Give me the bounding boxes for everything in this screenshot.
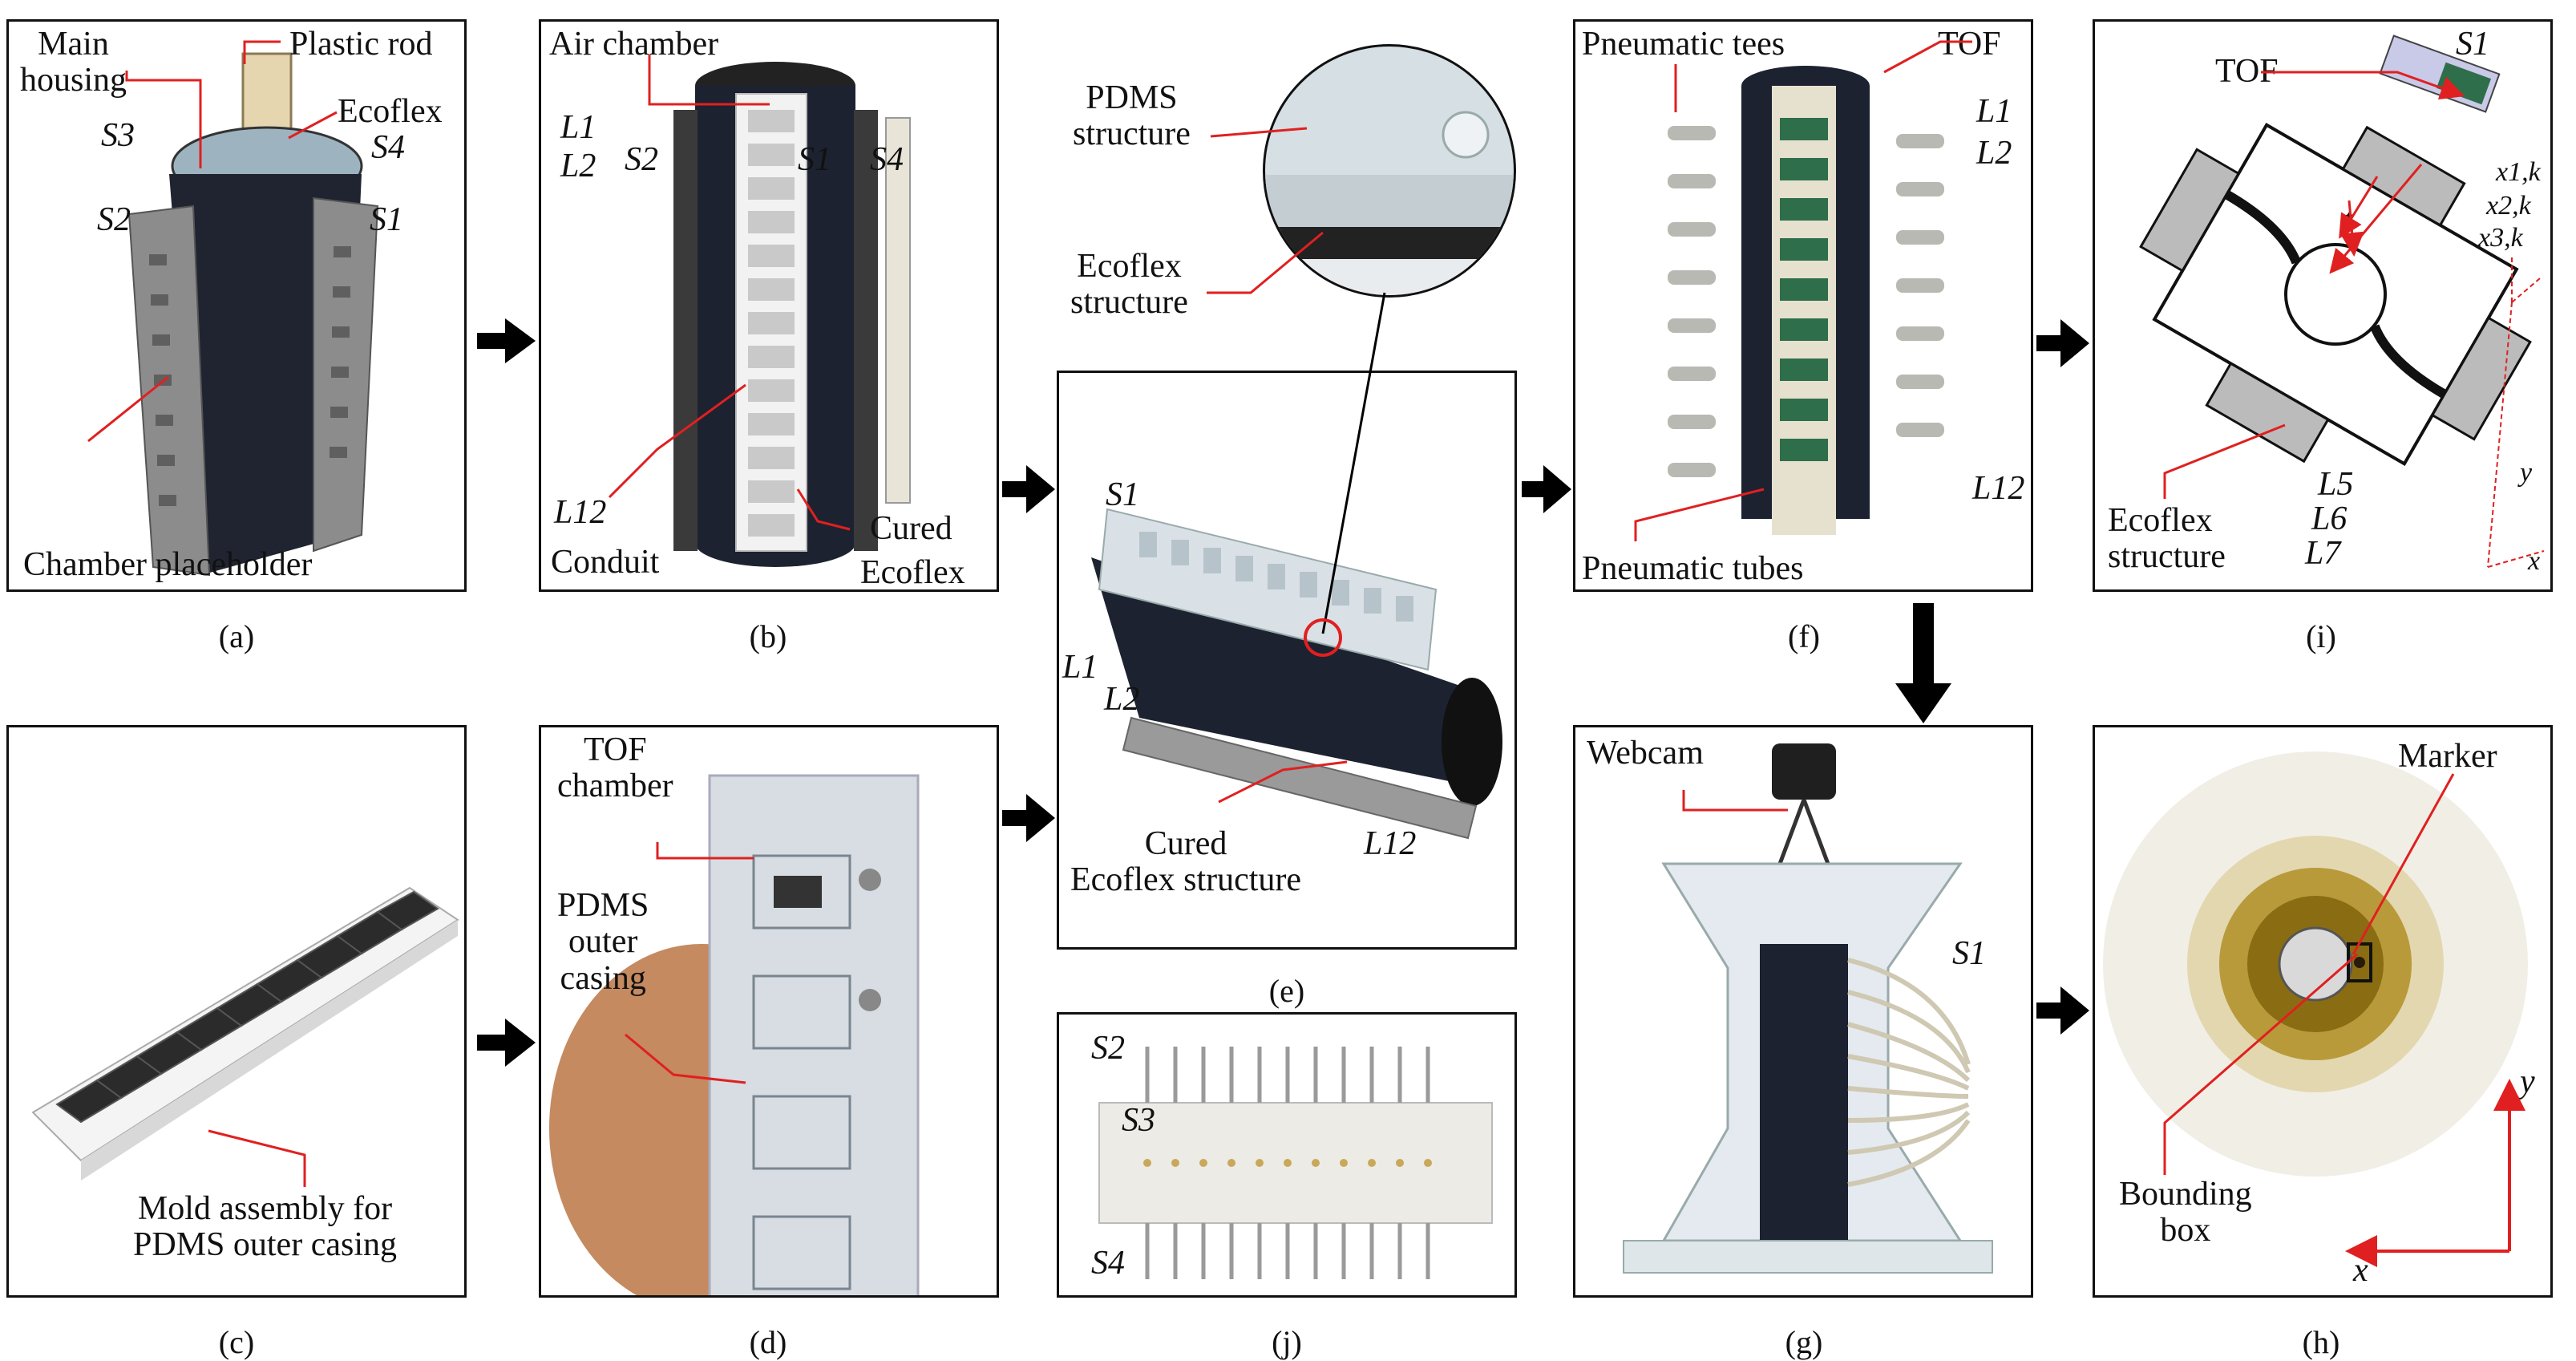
label-pdms-structure: PDMS structure xyxy=(1073,79,1191,153)
label-tof: TOF xyxy=(1938,26,2001,63)
label-x: x xyxy=(2353,1252,2368,1289)
label-cured-ecoflex: Cured Ecoflex structure xyxy=(1070,825,1302,899)
label-s2: S2 xyxy=(97,201,131,238)
label-l2: L2 xyxy=(1104,681,1140,718)
panel-j: S2 S3 S4 xyxy=(1057,1012,1517,1298)
label-l6: L6 xyxy=(2311,500,2348,537)
label-s1: S1 xyxy=(1106,476,1139,513)
label-cured: Cured xyxy=(870,510,952,547)
panel-f-illustration xyxy=(1668,66,1944,535)
label-bounding: Bounding box xyxy=(2119,1176,2252,1250)
label-webcam: Webcam xyxy=(1587,735,1704,772)
caption-i: (i) xyxy=(2306,618,2336,654)
panel-i: S1 TOF x1,k x2,k x3,k t L5 L6 L7 Ecoflex… xyxy=(2093,19,2553,592)
label-tof: TOF xyxy=(2215,53,2279,90)
arrow-b-e xyxy=(1002,465,1055,513)
panel-j-illustration xyxy=(1098,1047,1493,1279)
label-l12: L12 xyxy=(554,494,607,531)
arrow-c-d xyxy=(477,1019,536,1067)
panel-b: Air chamber L1 L2 S2 S1 S4 L12 Conduit C… xyxy=(539,19,999,592)
panel-g-illustration xyxy=(1623,743,1993,1274)
label-chamber-placeholder: Chamber placeholder xyxy=(23,546,313,583)
panel-e-zoom xyxy=(1263,44,1516,298)
panel-c: Mold assembly for PDMS outer casing xyxy=(6,725,467,1298)
label-tees: Pneumatic tees xyxy=(1582,26,1785,63)
panel-d: TOF chamber PDMS outer casing xyxy=(539,725,999,1298)
label-pdms: PDMS outer casing xyxy=(557,887,649,997)
label-s3: S3 xyxy=(1122,1102,1155,1139)
label-l5: L5 xyxy=(2318,466,2354,503)
label-l7: L7 xyxy=(2305,535,2341,572)
label-s4: S4 xyxy=(371,129,405,166)
label-s2: S2 xyxy=(625,141,658,178)
panel-h: Marker Bounding box x y xyxy=(2093,725,2553,1298)
panel-g: Webcam S1 xyxy=(1573,725,2033,1298)
label-ecoflex: Ecoflex xyxy=(338,93,443,130)
label-s1: S1 xyxy=(2456,26,2489,63)
label-x3k: x3,k xyxy=(2478,223,2523,253)
label-ecoflex-structure: Ecoflex structure xyxy=(1070,248,1188,322)
panel-e: S1 L1 L2 Cured Ecoflex structure L12 xyxy=(1057,371,1517,950)
label-x1k: x1,k xyxy=(2496,157,2541,187)
arrow-a-b xyxy=(477,318,536,363)
label-x2k: x2,k xyxy=(2486,191,2531,221)
label-ecoflex: Ecoflex xyxy=(860,554,965,591)
label-s1: S1 xyxy=(798,141,831,178)
label-tubes: Pneumatic tubes xyxy=(1582,550,1804,587)
label-marker: Marker xyxy=(2398,738,2497,775)
label-s1: S1 xyxy=(370,201,403,238)
caption-j: (j) xyxy=(1272,1324,1302,1360)
caption-a: (a) xyxy=(218,618,255,654)
label-s2: S2 xyxy=(1091,1030,1125,1067)
label-l12: L12 xyxy=(1364,825,1417,862)
caption-g: (g) xyxy=(1785,1324,1823,1360)
label-l2: L2 xyxy=(1976,135,2012,172)
label-s3: S3 xyxy=(101,117,135,154)
panel-a-illustration xyxy=(127,52,379,577)
label-s1: S1 xyxy=(1952,935,1986,972)
label-x: x xyxy=(2528,546,2541,576)
arrow-e-f xyxy=(1522,465,1571,513)
panel-d-illustration xyxy=(549,774,920,1295)
panel-c-illustration xyxy=(31,886,459,1181)
arrow-f-i xyxy=(2036,319,2089,367)
label-l12: L12 xyxy=(1972,470,2025,507)
label-y: y xyxy=(2520,1063,2535,1100)
caption-e: (e) xyxy=(1268,973,1305,1009)
label-conduit: Conduit xyxy=(551,544,660,581)
label-l1: L1 xyxy=(1976,93,2012,130)
label-y: y xyxy=(2520,458,2533,488)
caption-b: (b) xyxy=(749,618,787,654)
label-l1: L1 xyxy=(560,109,596,146)
label-t: t xyxy=(2343,201,2353,238)
panel-b-illustration xyxy=(673,62,911,567)
panel-a: Main housing Plastic rod Ecoflex S3 S4 S… xyxy=(6,19,467,592)
label-main-housing: Main housing xyxy=(20,26,127,99)
label-s4: S4 xyxy=(1091,1245,1125,1282)
arrow-f-g xyxy=(1895,603,1951,723)
label-air-chamber: Air chamber xyxy=(549,26,719,63)
caption-f: (f) xyxy=(1788,618,1820,654)
caption-d: (d) xyxy=(749,1324,787,1360)
label-plastic-rod: Plastic rod xyxy=(289,26,433,63)
label-s4: S4 xyxy=(870,141,904,178)
arrow-g-h xyxy=(2036,986,2089,1035)
label-l2: L2 xyxy=(560,148,596,184)
label-ecoflex: Ecoflex structure xyxy=(2108,502,2226,576)
caption-c: (c) xyxy=(218,1324,255,1360)
label-l1: L1 xyxy=(1062,649,1098,686)
arrow-d-e xyxy=(1002,794,1055,842)
label-tof: TOF chamber xyxy=(557,731,673,805)
label-mold: Mold assembly for PDMS outer casing xyxy=(133,1190,397,1264)
panel-f: Pneumatic tees TOF L1 L2 L12 Pneumatic t… xyxy=(1573,19,2033,592)
caption-h: (h) xyxy=(2302,1324,2340,1360)
